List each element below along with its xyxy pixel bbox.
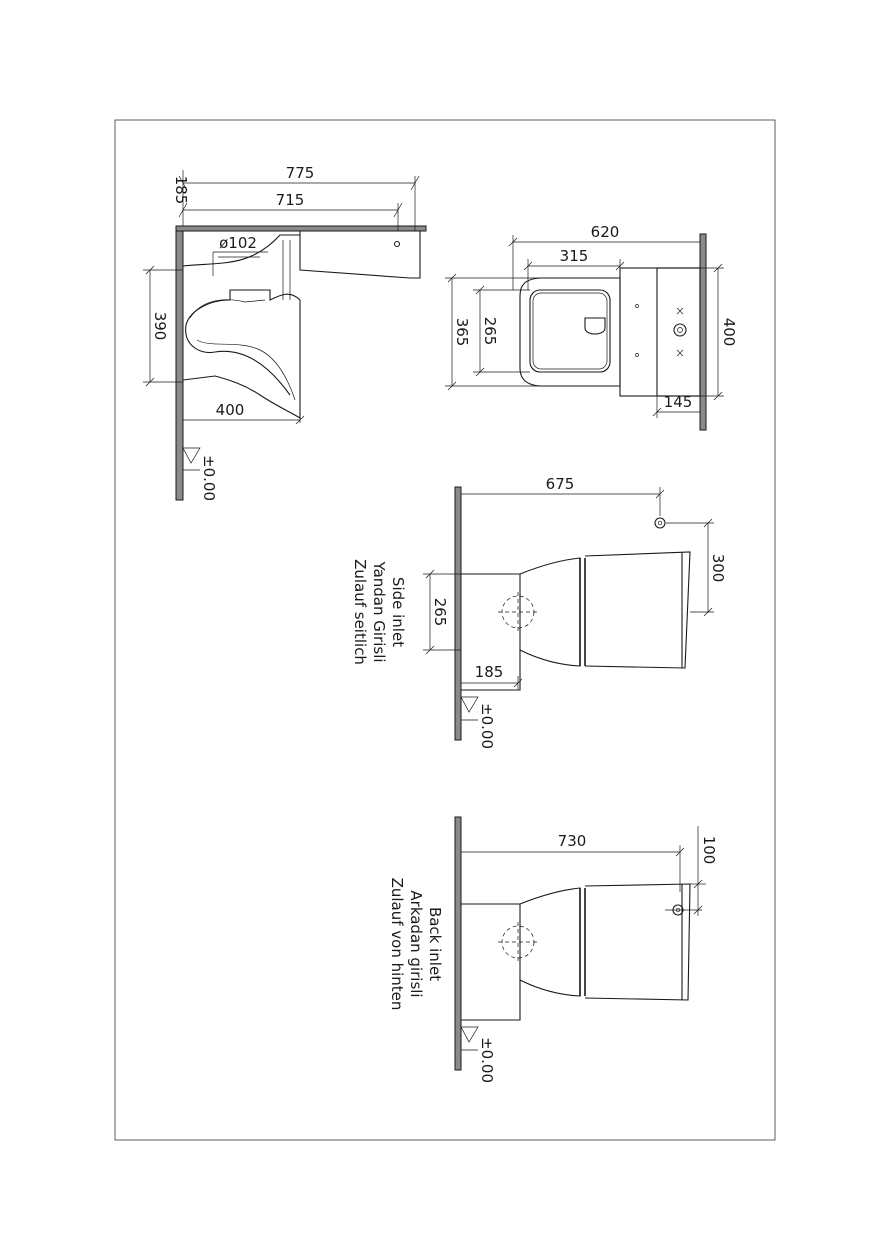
dim-315: 315 <box>560 247 589 265</box>
dim-400-cistern: 400 <box>720 318 738 347</box>
dim-715: 715 <box>276 191 305 209</box>
dim-185-side: 185 <box>475 663 504 681</box>
dim-185: 185 <box>172 176 190 205</box>
top-view-wall <box>699 233 707 431</box>
side-inlet-view: 675 300 265 185 ±0.00 Side inlet Yandan … <box>351 475 727 749</box>
back-inlet-label-de: Zulauf von hinten <box>388 878 406 1011</box>
dim-390: 390 <box>151 312 169 341</box>
dim-265-top: 265 <box>481 317 499 346</box>
dim-675: 675 <box>546 475 575 493</box>
dim-620: 620 <box>591 223 620 241</box>
floor-level-2: ±0.00 <box>478 703 496 749</box>
dim-400-base: 400 <box>216 401 245 419</box>
dim-365: 365 <box>453 318 471 347</box>
dim-145: 145 <box>664 393 693 411</box>
back-inlet-view: 730 100 ±0.00 Back inlet Arkadan girisli… <box>388 816 718 1083</box>
back-inlet-label-en: Back inlet <box>426 907 444 981</box>
side-inlet-label-en: Side inlet <box>389 577 407 647</box>
dim-730: 730 <box>558 832 587 850</box>
back-inlet-label-tr: Arkadan girisli <box>407 890 425 997</box>
top-plan-view: 620 315 365 265 400 145 <box>445 223 738 431</box>
dim-300: 300 <box>709 554 727 583</box>
dim-outlet-diameter: ø102 <box>219 234 257 252</box>
side-inlet-wall <box>454 486 462 741</box>
side-inlet-label-tr: Yandan Girisli <box>370 560 388 662</box>
dim-100: 100 <box>700 836 718 865</box>
floor-level-3: ±0.00 <box>478 1037 496 1083</box>
side-section-view: 775 715 185 ø102 390 400 ±0.00 <box>143 164 427 501</box>
back-inlet-wall <box>454 816 462 1071</box>
side-inlet-label-de: Zulauf seitlich <box>351 559 369 665</box>
section-wall <box>175 225 184 501</box>
dim-775: 775 <box>286 164 315 182</box>
drawing-frame <box>114 119 776 1141</box>
dim-265-side: 265 <box>431 598 449 627</box>
floor-level-1: ±0.00 <box>200 455 218 501</box>
